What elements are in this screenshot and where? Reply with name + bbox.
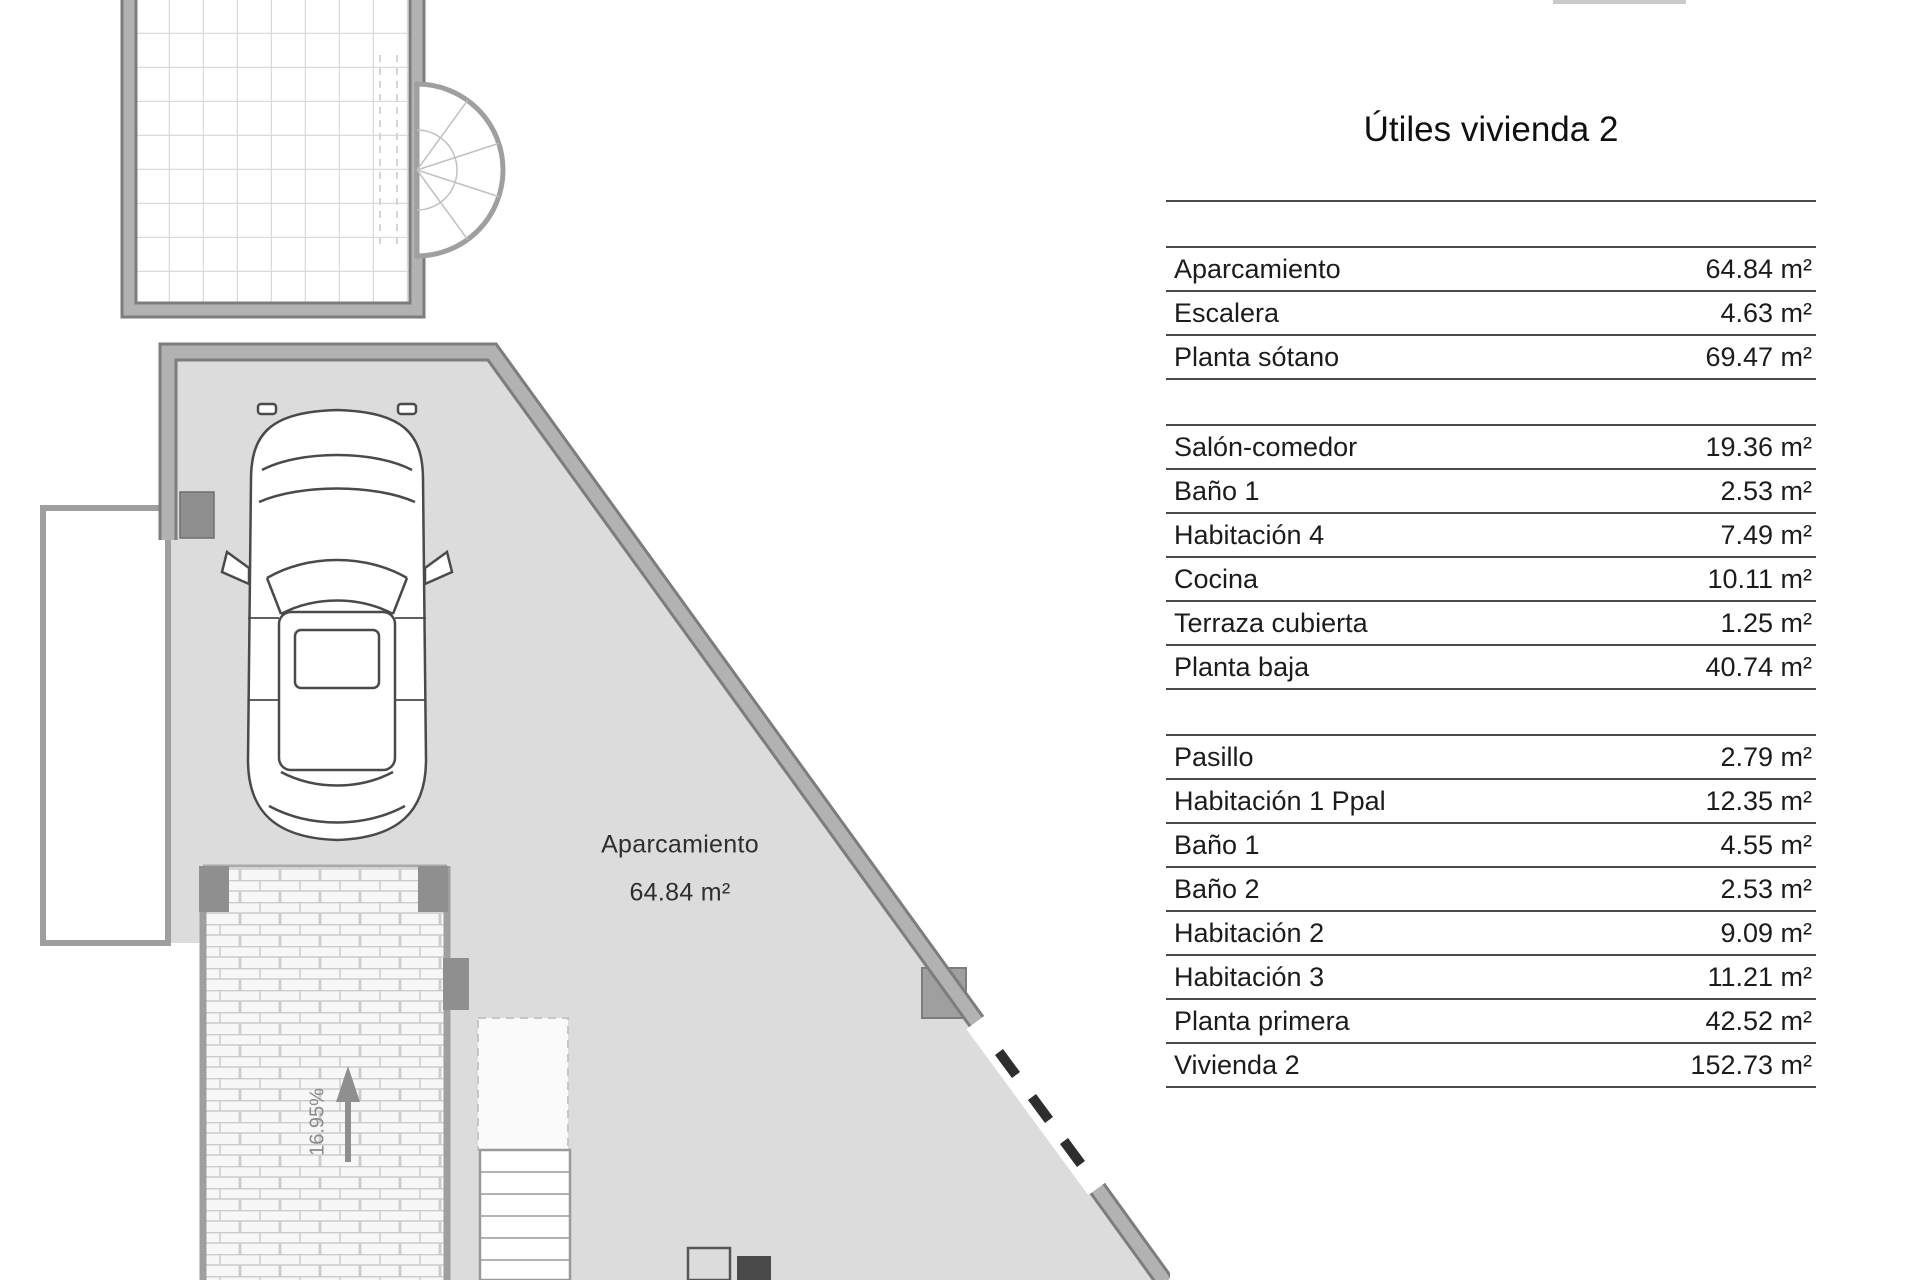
area-table-sections: Aparcamiento 64.84 m² Escalera 4.63 m² Plant… bbox=[1166, 246, 1816, 1088]
row-value: 10.11 m² bbox=[1707, 564, 1812, 594]
row-label: Planta baja bbox=[1174, 652, 1310, 682]
table-row: Salón-comedor 19.36 m² bbox=[1166, 424, 1816, 468]
row-value: 9.09 m² bbox=[1720, 918, 1812, 948]
table-row: Planta primera 42.52 m² bbox=[1166, 998, 1816, 1042]
table-section: Salón-comedor 19.36 m² Baño 1 2.53 m² Habita… bbox=[1166, 424, 1816, 690]
row-label: Habitación 3 bbox=[1174, 962, 1325, 992]
side-patio bbox=[40, 505, 171, 946]
basement-stairs bbox=[477, 1017, 572, 1280]
table-row: Cocina 10.11 m² bbox=[1166, 556, 1816, 600]
table-row: Escalera 4.63 m² bbox=[1166, 290, 1816, 334]
table-row: Terraza cubierta 1.25 m² bbox=[1166, 600, 1816, 644]
ramp-slope-label: 16.95% bbox=[306, 1088, 329, 1156]
table-row: Baño 2 2.53 m² bbox=[1166, 866, 1816, 910]
title-rule bbox=[1166, 200, 1816, 202]
table-row: Baño 1 4.55 m² bbox=[1166, 822, 1816, 866]
row-label: Baño 2 bbox=[1174, 874, 1260, 904]
car-sunroof bbox=[293, 628, 381, 690]
table-row: Baño 1 2.53 m² bbox=[1166, 468, 1816, 512]
garage-room-label: Aparcamiento bbox=[601, 830, 759, 859]
garage-area-label: 64.84 m² bbox=[629, 878, 731, 907]
car bbox=[220, 402, 454, 842]
garage-walls bbox=[158, 342, 1170, 1280]
curved-stair bbox=[414, 81, 506, 259]
row-label: Aparcamiento bbox=[1174, 254, 1341, 284]
row-label: Pasillo bbox=[1174, 742, 1254, 772]
table-row: Pasillo 2.79 m² bbox=[1166, 734, 1816, 778]
row-value: 19.36 m² bbox=[1705, 432, 1812, 462]
areas-table-title: Útiles vivienda 2 bbox=[1363, 110, 1619, 149]
row-value: 7.49 m² bbox=[1720, 520, 1812, 550]
ramp bbox=[199, 864, 469, 1280]
car-front-marker bbox=[256, 402, 278, 416]
row-value: 2.53 m² bbox=[1720, 476, 1812, 506]
row-value: 64.84 m² bbox=[1705, 254, 1812, 284]
row-value: 11.21 m² bbox=[1707, 962, 1812, 992]
ramp-arrow-head bbox=[336, 1066, 360, 1102]
table-row: Planta sótano 69.47 m² bbox=[1166, 334, 1816, 378]
ramp-wall-block bbox=[443, 958, 469, 1010]
row-label: Vivienda 2 bbox=[1174, 1050, 1300, 1080]
row-label: Planta sótano bbox=[1174, 342, 1340, 372]
wall-pier bbox=[179, 491, 215, 539]
table-row: Habitación 1 Ppal 12.35 m² bbox=[1166, 778, 1816, 822]
table-row: Planta baja 40.74 m² bbox=[1166, 644, 1816, 688]
areas-panel: Útiles vivienda 2 Aparcamiento 64.84 m² Es… bbox=[1166, 108, 1816, 1088]
row-value: 4.55 m² bbox=[1720, 830, 1812, 860]
table-section: Pasillo 2.79 m² Habitación 1 Ppal 12.35 m² B… bbox=[1166, 734, 1816, 1088]
car-body bbox=[246, 408, 428, 842]
row-label: Baño 1 bbox=[1174, 476, 1260, 506]
row-label: Habitación 1 Ppal bbox=[1174, 786, 1386, 816]
row-value: 2.79 m² bbox=[1720, 742, 1812, 772]
row-label: Habitación 4 bbox=[1174, 520, 1325, 550]
floor-plan-drawing bbox=[40, 0, 1170, 1280]
car-roof bbox=[277, 610, 397, 772]
car-windshield bbox=[266, 558, 408, 580]
row-value: 42.52 m² bbox=[1705, 1006, 1812, 1036]
row-value: 152.73 m² bbox=[1690, 1050, 1812, 1080]
row-value: 4.63 m² bbox=[1720, 298, 1812, 328]
cropped-titleblock-line bbox=[1553, 0, 1686, 4]
table-row: Vivienda 2 152.73 m² bbox=[1166, 1042, 1816, 1086]
table-row: Habitación 2 9.09 m² bbox=[1166, 910, 1816, 954]
row-value: 1.25 m² bbox=[1720, 608, 1812, 638]
table-row: Habitación 4 7.49 m² bbox=[1166, 512, 1816, 556]
row-value: 40.74 m² bbox=[1705, 652, 1812, 682]
row-label: Escalera bbox=[1174, 298, 1280, 328]
table-row: Aparcamiento 64.84 m² bbox=[1166, 246, 1816, 290]
row-label: Salón-comedor bbox=[1174, 432, 1358, 462]
ramp-wall-block bbox=[199, 866, 229, 912]
row-label: Cocina bbox=[1174, 564, 1259, 594]
cropped-fixtures bbox=[686, 1246, 771, 1280]
garage-door-symbol bbox=[966, 1014, 1108, 1196]
row-label: Baño 1 bbox=[1174, 830, 1260, 860]
row-label: Planta primera bbox=[1174, 1006, 1350, 1036]
table-row: Habitación 3 11.21 m² bbox=[1166, 954, 1816, 998]
row-value: 12.35 m² bbox=[1705, 786, 1812, 816]
row-label: Habitación 2 bbox=[1174, 918, 1325, 948]
row-value: 2.53 m² bbox=[1720, 874, 1812, 904]
ramp-wall-block bbox=[418, 866, 448, 912]
upper-terrace-room bbox=[120, 0, 426, 319]
row-label: Terraza cubierta bbox=[1174, 608, 1368, 638]
car-front-marker bbox=[396, 402, 418, 416]
table-section: Aparcamiento 64.84 m² Escalera 4.63 m² Plant… bbox=[1166, 246, 1816, 380]
row-value: 69.47 m² bbox=[1705, 342, 1812, 372]
car-rear-window bbox=[280, 770, 394, 787]
exterior-strip bbox=[155, 943, 203, 1280]
